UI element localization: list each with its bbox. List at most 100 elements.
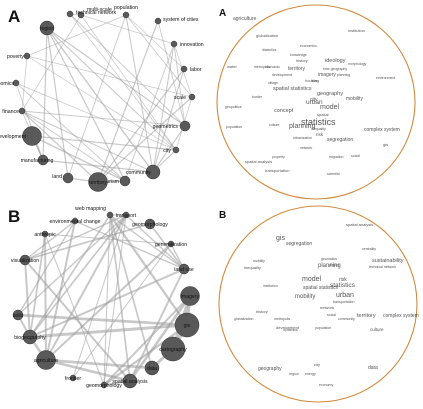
network-node-label: region (40, 26, 55, 32)
network-edge (69, 13, 186, 127)
cloud-word: institution (348, 28, 365, 33)
network-node-label: city (163, 148, 171, 154)
network-edge (72, 214, 127, 379)
network-node-label: data (147, 366, 157, 372)
cloud-word: social (327, 313, 336, 317)
cloud-word: economy (319, 383, 333, 387)
cloud-word: transportation (265, 168, 289, 173)
network-node-label: technical network (76, 10, 116, 16)
cloud-word: centrality (362, 247, 376, 251)
network-edge (152, 43, 175, 173)
network-edge (42, 27, 48, 161)
cloud-word: model (302, 276, 322, 283)
cloud-word: economics (300, 44, 317, 48)
network-node (122, 211, 130, 219)
cloud-word: risk (339, 277, 347, 283)
cloud-word: territory (357, 313, 376, 319)
network-node (119, 175, 131, 187)
cloud-word: spatial analysis (346, 222, 373, 227)
network-node-label: innovation (180, 42, 204, 48)
network-edge (45, 220, 76, 361)
cloud-word: gis (383, 142, 388, 147)
network-edge (45, 358, 131, 383)
network-edge (17, 220, 76, 316)
network-node (100, 381, 108, 389)
network-edge (26, 55, 193, 98)
network-node (19, 254, 31, 266)
cloud-word: planning (318, 263, 341, 269)
network-edge (31, 135, 126, 182)
network-node-label: imagery (181, 294, 200, 300)
network-node-label: geometrics (153, 124, 179, 130)
network-node (69, 374, 77, 382)
network-edge (46, 27, 186, 127)
cloud-word: history (256, 309, 268, 314)
cloud-word: segregation (327, 137, 353, 143)
network-node (77, 11, 85, 19)
network-node (37, 154, 49, 166)
network-edge (21, 55, 28, 112)
cloud-word: geomatics (321, 257, 337, 261)
cloud-word: mobility (346, 96, 363, 102)
network-node-label: tourism (102, 179, 119, 185)
network-edge (103, 324, 188, 386)
network-edge (152, 68, 185, 173)
network-node-label: visualization (11, 258, 39, 264)
network-node (188, 93, 196, 101)
network-node (71, 217, 79, 225)
cloud-word: metropolis (274, 317, 290, 321)
cloud-word: spatial statistics (303, 285, 339, 291)
cloud-word: urban (336, 292, 354, 299)
network-node-label: environmental change (49, 219, 100, 225)
cloud-word: gis (276, 235, 285, 242)
cloud-word: dynamics (283, 328, 298, 332)
cloud-word: history (296, 58, 308, 63)
network-node (172, 146, 180, 154)
network-edge (44, 233, 47, 361)
cloud-word: inequality (311, 127, 326, 131)
network-node-label: anthropic (34, 232, 56, 238)
network-edge (44, 233, 105, 386)
network-node-label: geomorphology (86, 383, 122, 389)
network-node (174, 312, 200, 338)
network-node (39, 20, 55, 36)
cloud-word: water (227, 64, 237, 69)
network-node (12, 79, 20, 87)
network-node (41, 230, 49, 238)
cloud-word: culture (269, 123, 280, 127)
network-node (66, 10, 74, 18)
cloud-word: model (320, 104, 340, 111)
cloud-word: spatial statistics (273, 86, 312, 92)
network-node-label: geomorphology (132, 222, 168, 228)
network-node (144, 360, 160, 376)
network-node (154, 17, 162, 25)
network-node-label: transport (116, 213, 137, 219)
cloud-word: knowledge (290, 53, 307, 57)
network-edge (72, 243, 172, 379)
cloud-word: complex system (364, 127, 400, 133)
cloud-word: housing (305, 78, 319, 83)
network-edge (103, 295, 191, 386)
cloud-word: population (226, 125, 242, 129)
network-node (178, 263, 190, 275)
network-edge (29, 233, 46, 338)
network-node (62, 172, 74, 184)
cloud-word: city (310, 97, 318, 103)
cloud-word: environment (376, 76, 395, 80)
cloud-word: village (268, 81, 278, 85)
panel-b-wordcloud: B spatial analysisgissegregationcentrali… (218, 205, 419, 403)
panel-a-cloud-letter: A (219, 8, 226, 19)
cloud-word: network (300, 146, 313, 150)
network-node (180, 286, 200, 306)
cloud-word: data (368, 365, 378, 371)
network-node-label: labor (190, 67, 202, 73)
cloud-word: statistics (330, 282, 356, 289)
network-edge (46, 27, 177, 151)
cloud-word: region (289, 372, 299, 376)
network-node (167, 240, 175, 248)
panel-b-nodes: web mappingtransportgeomorphologygeneral… (11, 206, 200, 389)
cloud-word: geopolitics (225, 105, 242, 109)
